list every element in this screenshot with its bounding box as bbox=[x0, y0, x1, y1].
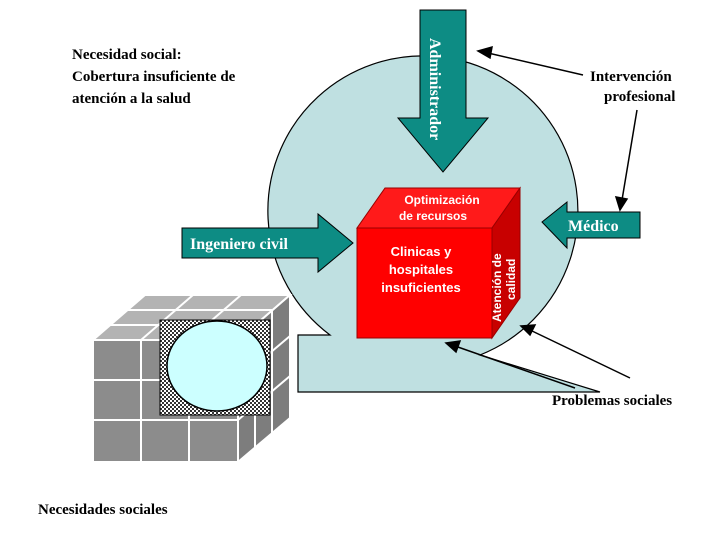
social-needs-label: Necesidades sociales bbox=[38, 502, 168, 518]
administrador-label: Administrador bbox=[426, 38, 443, 140]
intervention-line2: profesional bbox=[604, 89, 676, 105]
need-line3: atención a la salud bbox=[72, 91, 191, 107]
cube-front-line1: Clinicas y bbox=[391, 244, 452, 259]
need-title: Necesidad social: bbox=[72, 47, 182, 63]
ingeniero-civil-label: Ingeniero civil bbox=[190, 236, 288, 253]
ingeniero-civil-arrow bbox=[181, 212, 354, 274]
cube-front-face bbox=[356, 227, 493, 339]
administrador-arrow bbox=[396, 9, 490, 173]
cube-top-line2: de recursos bbox=[399, 209, 467, 223]
cube-side-line1: Atención de bbox=[490, 253, 504, 322]
inner-circle bbox=[166, 320, 268, 412]
medico-arrow bbox=[541, 200, 641, 250]
pointer-arrows bbox=[444, 45, 638, 389]
cube-front-line2: hospitales bbox=[389, 262, 453, 277]
cube-top-line1: Optimización bbox=[404, 193, 479, 207]
cube-front-line3: insuficientes bbox=[381, 280, 460, 295]
medico-label: Médico bbox=[568, 218, 619, 235]
social-needs-cube bbox=[90, 292, 293, 465]
need-line2: Cobertura insuficiente de bbox=[72, 69, 236, 85]
intervention-line1: Intervención bbox=[590, 69, 672, 85]
social-problems-label: Problemas sociales bbox=[552, 393, 673, 409]
cube-side-line2: calidad bbox=[504, 259, 518, 300]
